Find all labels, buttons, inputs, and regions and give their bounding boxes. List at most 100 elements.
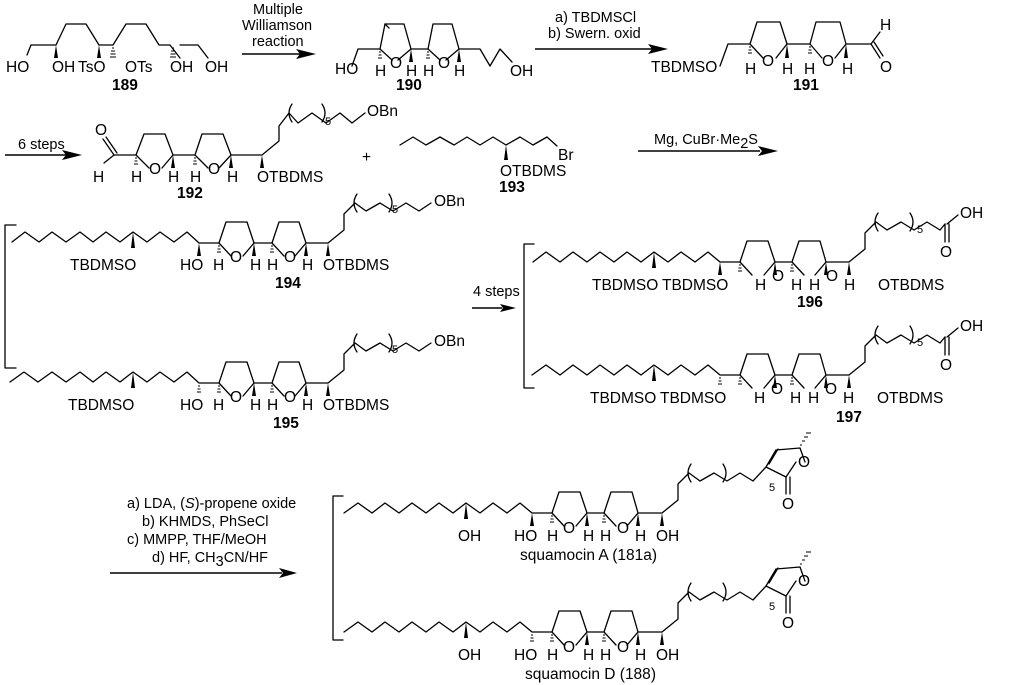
compound-number: 189 [112,77,138,94]
compound-number: 191 [793,77,819,94]
repeat-count: 5 [325,116,331,128]
group-label: H [754,390,765,407]
group-label: TBDMSO [662,277,728,294]
bracket-left [4,224,17,369]
compound-196: TBDMSO TBDMSO H O H H O H OTBDMS OH O 5 … [532,205,983,311]
group-label: H [804,61,815,78]
reaction-arrow-6: a) LDA, (S)-propene oxide b) KHMDS, PhSe… [110,496,297,578]
group-label: O [762,53,774,70]
compound-189: HO OH TsO OTs OH OH 189 [6,23,228,94]
compound-number: 194 [275,275,301,292]
condition-text: Williamson [242,18,312,34]
group-label: H [547,528,558,545]
group-label: O [880,59,892,76]
group-label: H [454,63,465,80]
group-label: OBn [367,103,398,120]
compound-193: OTBDMS Br 193 [399,136,574,196]
compound-191: TBDMSO H O H H O H H O 191 [651,17,892,94]
repeat-count: 5 [769,601,775,613]
repeat-count: 5 [392,344,398,356]
group-label: H [755,277,766,294]
group-label: O [284,389,296,406]
group-label: O [617,520,629,537]
group-label: H [227,169,238,186]
group-label: H [406,63,417,80]
condition-text: c) MMPP, THF/MeOH [127,532,267,548]
compound-number: 192 [177,185,203,202]
group-label: O [825,381,837,398]
group-label: H [168,169,179,186]
group-label: H [250,397,261,414]
condition-text: d) HF, CH3CN/HF [152,550,268,570]
group-label: TBDMSO [70,257,136,274]
group-label: O [940,244,952,261]
group-label: H [423,63,434,80]
group-label: O [772,268,784,285]
group-label: O [563,639,575,656]
condition-text: a) TBDMSCl [555,10,636,26]
compound-number: 193 [499,179,525,196]
compound-195: TBDMSO HO H O H H O H OTBDMS OBn 5 195 [9,333,465,432]
group-label: TBDMSO [592,277,658,294]
group-label: OH [656,647,679,664]
group-label: H [190,169,201,186]
compound-188: OH HO H O H H O H OH O O 5 squamocin D (… [343,551,811,683]
group-label: H [583,528,594,545]
group-label: O [390,55,402,72]
group-label: H [745,61,756,78]
group-label: H [790,390,801,407]
compound-194: TBDMSO HO H O H H O H OTBDMS OBn 5 194 [11,193,465,292]
reaction-arrow-1: Multiple Williamson reaction [242,2,316,59]
group-label: O [798,573,810,590]
group-label: Br [558,147,574,164]
group-label: OH [458,647,481,664]
compound-197: TBDMSO TBDMSO H O H H O H OTBDMS OH O 5 … [531,318,983,426]
group-label: H [547,647,558,664]
group-label: H [250,257,261,274]
group-label: HO [514,647,537,664]
reaction-arrow-3: 6 steps [5,137,82,160]
group-label: OBn [434,333,465,350]
group-label: H [809,277,820,294]
group-label: H [375,63,386,80]
group-label: O [782,615,794,632]
group-label: OTBDMS [500,163,566,180]
group-label: O [822,53,834,70]
compound-number: 197 [836,409,862,426]
condition-text: 6 steps [18,137,65,153]
group-label: OH [656,528,679,545]
compound-192: O H H O H H O H OTBDMS OBn 5 192 [93,103,398,202]
group-label: H [302,257,313,274]
group-label: H [302,397,313,414]
group-label: OBn [434,193,465,210]
reaction-arrow-2: a) TBDMSCl b) Swern. oxid [535,10,668,54]
group-label: O [230,249,242,266]
group-label: H [267,257,278,274]
compound-number: 190 [396,77,422,94]
group-label: HO [6,59,29,76]
group-label: H [131,169,142,186]
group-label: H [213,397,224,414]
group-label: OH [170,59,193,76]
group-label: OH [52,59,75,76]
repeat-count: 5 [917,337,923,349]
group-label: O [782,496,794,513]
group-label: TBDMSO [590,390,656,407]
group-label: O [438,55,450,72]
repeat-count: 5 [769,482,775,494]
reaction-arrow-4: Mg, CuBr·Me2S [638,132,778,156]
group-label: H [600,647,611,664]
condition-text: reaction [252,34,304,50]
condition-text: b) Swern. oxid [548,26,641,42]
group-label: HO [335,61,358,78]
compound-190: HO H O H H O H OH 190 [335,23,533,94]
group-label: H [583,647,594,664]
repeat-count: 5 [917,224,923,236]
group-label: HO [514,528,537,545]
group-label: OH [960,318,983,335]
group-label: TBDMSO [68,397,134,414]
group-label: OH [458,528,481,545]
bracket-right-products [523,243,535,389]
group-label: O [230,389,242,406]
group-label: O [771,381,783,398]
